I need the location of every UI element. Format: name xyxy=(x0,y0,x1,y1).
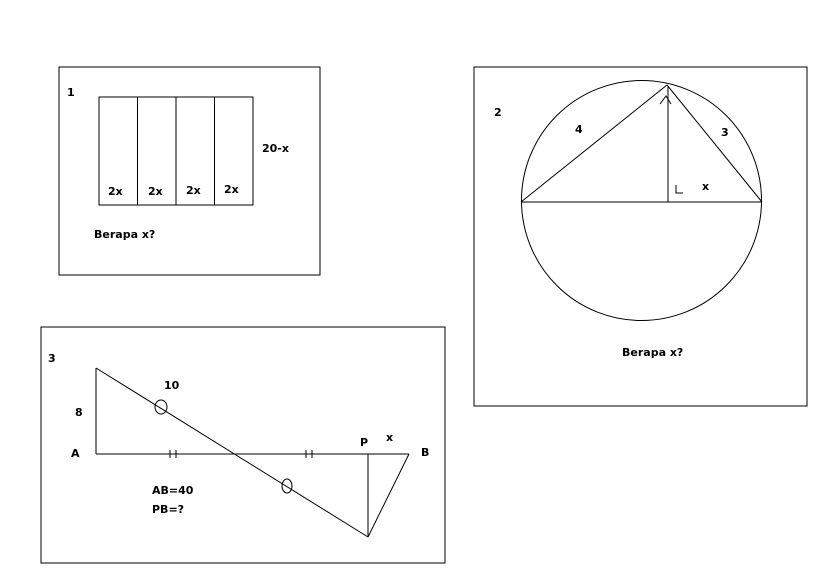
right-angle-mark-foot xyxy=(675,185,683,194)
problem-2-number: 2 xyxy=(494,106,502,119)
segment-x-label: x xyxy=(702,180,709,193)
hypotenuse-label: 10 xyxy=(164,379,180,392)
tick-mark-left xyxy=(169,450,177,458)
point-p-label: P xyxy=(360,436,368,449)
chord-right-label: 3 xyxy=(721,126,729,139)
side-length-label: 20-x xyxy=(262,142,289,155)
asked-pb: PB=? xyxy=(152,503,184,516)
point-b-label: B xyxy=(421,446,429,459)
problem-3-panel: 3 8 10 A P B x AB=40 PB=? xyxy=(40,326,446,564)
strip-cell-4 xyxy=(214,96,254,206)
problem-1-number: 1 xyxy=(67,86,75,99)
circle xyxy=(521,80,762,321)
chord-left-label: 4 xyxy=(575,123,583,136)
problem-1-frame xyxy=(58,66,321,276)
problem-2-question: Berapa x? xyxy=(622,346,683,359)
cell-label-4: 2x xyxy=(224,183,239,196)
height-label: 8 xyxy=(75,406,83,419)
problem-3-number: 3 xyxy=(48,352,56,365)
problem-1-question: Berapa x? xyxy=(94,228,155,241)
problem-1-panel: 1 2x 2x 2x 2x 20-x Berapa x? xyxy=(58,66,321,276)
segment-to-b xyxy=(367,453,410,538)
given-ab: AB=40 xyxy=(152,484,194,497)
chord-right xyxy=(666,84,763,203)
point-a-label: A xyxy=(71,447,80,460)
cell-label-3: 2x xyxy=(186,184,201,197)
problem-3-frame xyxy=(40,326,446,564)
problem-2-frame xyxy=(473,66,808,407)
pb-x-label: x xyxy=(386,431,393,444)
rectangle-strip xyxy=(98,96,254,206)
cell-label-1: 2x xyxy=(108,185,123,198)
angle-mark-bottom xyxy=(281,478,293,494)
tick-mark-right xyxy=(305,450,313,458)
cell-label-2: 2x xyxy=(148,185,163,198)
right-angle-mark-vertex xyxy=(659,95,672,105)
transversal xyxy=(95,367,369,538)
chord-left xyxy=(520,84,668,203)
angle-mark-top xyxy=(154,399,168,415)
problem-2-panel: 2 4 3 x Berapa x? xyxy=(473,66,808,407)
